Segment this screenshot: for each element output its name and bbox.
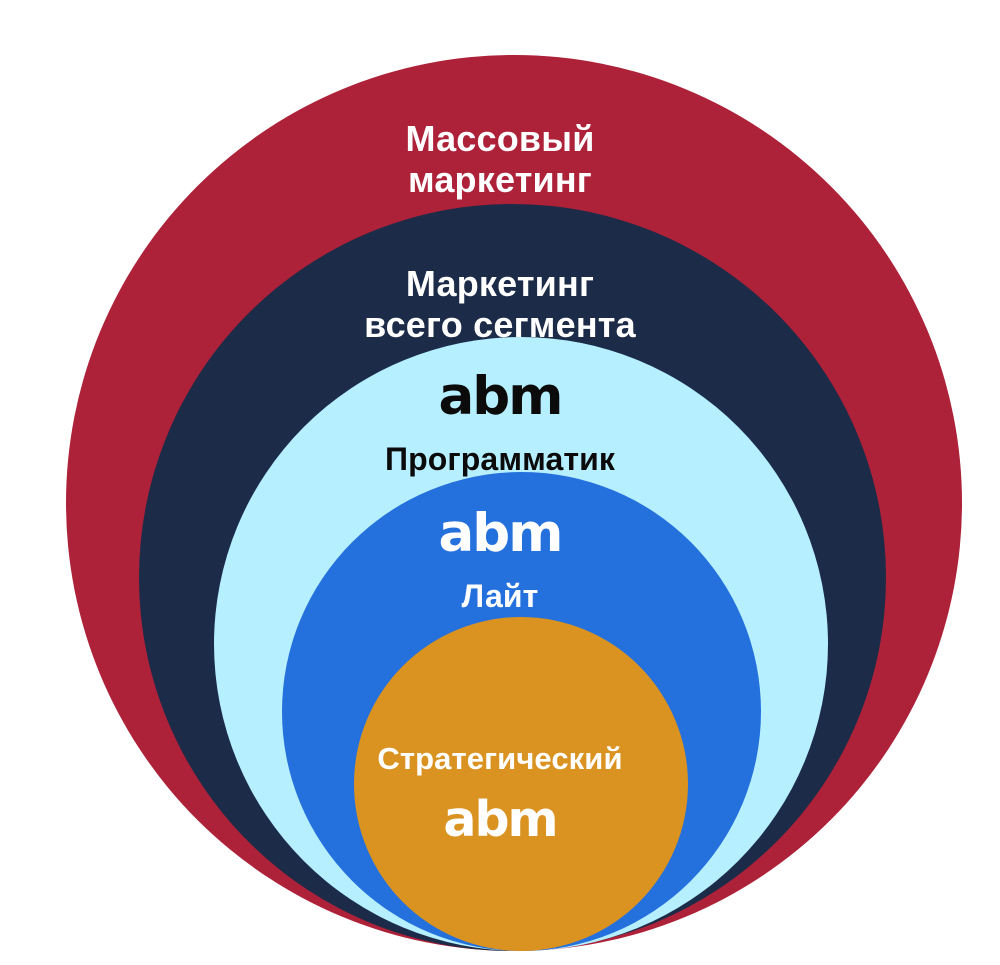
circle-abm-strategic: [354, 617, 688, 951]
